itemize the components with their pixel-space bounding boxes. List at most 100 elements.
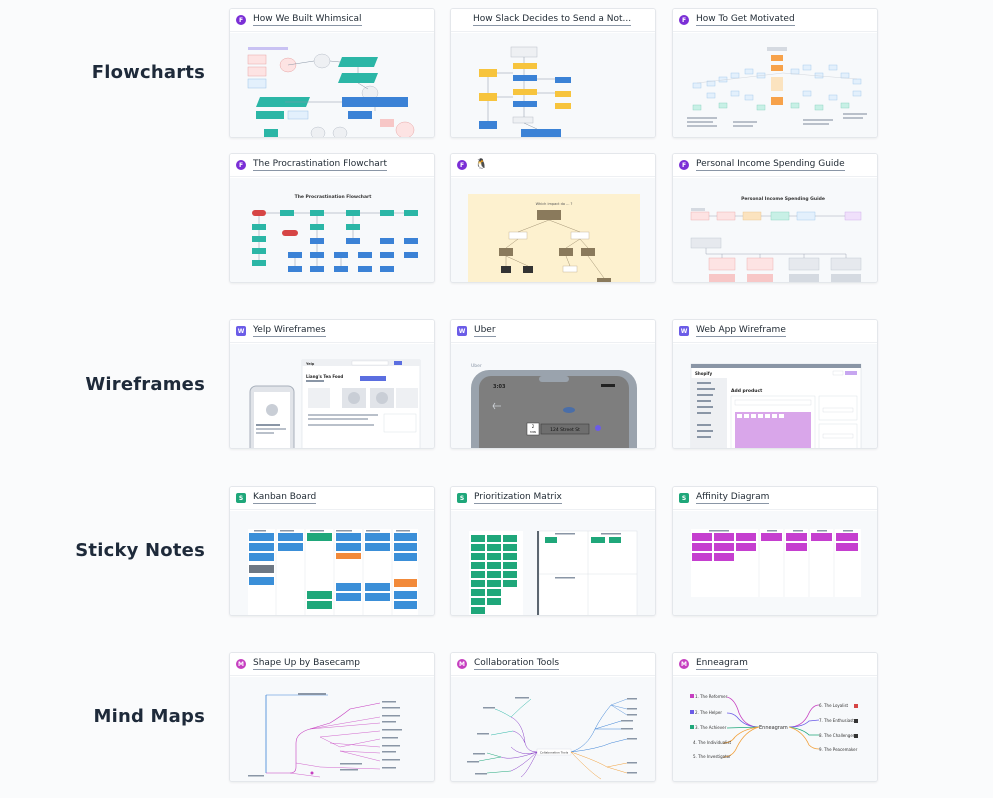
- flowchart-badge-icon: F: [236, 15, 246, 25]
- template-card-impact-flowchart[interactable]: F 🐧 Which impact do ... ?: [450, 153, 656, 283]
- category-label-flowcharts: Flowcharts: [91, 62, 205, 83]
- enneagram-item: 8. The Challenger: [819, 733, 855, 738]
- flowchart-thumbnail: [230, 33, 434, 137]
- wireframe-thumbnail: Yelp Liang's Tea Food: [230, 344, 434, 448]
- eta-value: 2: [532, 424, 535, 429]
- flowchart-thumbnail: The Procrastination Flowchart: [230, 178, 434, 282]
- sticky-badge-icon: S: [679, 493, 689, 503]
- template-card-yelp-wireframes[interactable]: W Yelp Wireframes Yelp Liang's Tea Food: [229, 319, 435, 449]
- flowchart-badge-icon: F: [236, 160, 246, 170]
- enneagram-item: 9. The Peacemaker: [819, 747, 858, 752]
- flowchart-badge-icon: F: [457, 160, 467, 170]
- card-title[interactable]: Prioritization Matrix: [474, 492, 562, 504]
- enneagram-item: 2. The Helper: [695, 710, 722, 715]
- thumbnail-title: Which impact do ... ?: [536, 202, 573, 206]
- card-title[interactable]: Yelp Wireframes: [253, 325, 326, 337]
- mindmap-thumbnail: Collaboration Tools: [451, 677, 655, 781]
- flowchart-thumbnail: Which impact do ... ?: [451, 178, 655, 282]
- card-title[interactable]: Uber: [474, 325, 496, 337]
- category-label-wireframes: Wireframes: [85, 374, 205, 395]
- template-card-prioritization-matrix[interactable]: S Prioritization Matrix: [450, 486, 656, 616]
- mindmap-badge-icon: M: [457, 659, 467, 669]
- card-title[interactable]: Personal Income Spending Guide: [696, 159, 845, 171]
- enneagram-item: 5. The Investigator: [693, 754, 731, 759]
- wireframe-badge-icon: W: [457, 326, 467, 336]
- template-card-uber[interactable]: W Uber Uber 3:03 2 MIN 124 Street St: [450, 319, 656, 449]
- enneagram-item: 7. The Enthusiast: [819, 718, 854, 723]
- center-label: Enneagram: [759, 725, 788, 731]
- card-header: M Shape Up by Basecamp: [230, 653, 434, 676]
- card-header: M Enneagram: [673, 653, 877, 676]
- enneagram-item: 6. The Loyalist: [819, 703, 849, 708]
- card-header: W Yelp Wireframes: [230, 320, 434, 343]
- template-card-kanban-board[interactable]: S Kanban Board: [229, 486, 435, 616]
- thumbnail-brand: Shopify: [695, 371, 712, 376]
- sticky-badge-icon: S: [236, 493, 246, 503]
- thumbnail-text: Liang's Tea Food: [306, 374, 343, 379]
- category-label-mind-maps: Mind Maps: [93, 706, 205, 727]
- mindmap-badge-icon: M: [236, 659, 246, 669]
- thumbnail-label: Uber: [471, 363, 482, 369]
- card-title[interactable]: Collaboration Tools: [474, 658, 560, 670]
- card-title[interactable]: Shape Up by Basecamp: [253, 658, 360, 670]
- mindmap-thumbnail: Enneagram 1. The Reformer 2. The Helper …: [673, 677, 877, 781]
- card-header: F 🐧: [451, 154, 655, 177]
- card-title[interactable]: Affinity Diagram: [696, 492, 770, 504]
- penguin-icon: 🐧: [475, 159, 488, 170]
- template-card-how-we-built-whimsical[interactable]: F How We Built Whimsical: [229, 8, 435, 138]
- wireframe-badge-icon: W: [679, 326, 689, 336]
- sticky-badge-icon: S: [457, 493, 467, 503]
- card-title[interactable]: How To Get Motivated: [696, 14, 795, 26]
- wireframe-thumbnail: Shopify Add product: [673, 344, 877, 448]
- wireframe-thumbnail: Uber 3:03 2 MIN 124 Street St: [451, 344, 655, 448]
- template-card-affinity-diagram[interactable]: S Affinity Diagram: [672, 486, 878, 616]
- template-card-slack-notification[interactable]: How Slack Decides to Send a Not...: [450, 8, 656, 138]
- mindmap-badge-icon: M: [679, 659, 689, 669]
- card-header: S Affinity Diagram: [673, 487, 877, 510]
- thumbnail-heading: Add product: [731, 388, 763, 394]
- card-title[interactable]: The Procrastination Flowchart: [253, 159, 388, 171]
- flowchart-thumbnail: [451, 33, 655, 137]
- template-card-personal-income-spending[interactable]: F Personal Income Spending Guide Persona…: [672, 153, 878, 283]
- card-header: F How To Get Motivated: [673, 9, 877, 32]
- card-title[interactable]: Enneagram: [696, 658, 748, 670]
- template-card-enneagram[interactable]: M Enneagram Enneagram 1. The Reformer: [672, 652, 878, 782]
- category-label-sticky-notes: Sticky Notes: [75, 540, 205, 561]
- address-label: 124 Street St: [550, 427, 580, 433]
- template-card-procrastination-flowchart[interactable]: F The Procrastination Flowchart The Proc…: [229, 153, 435, 283]
- sticky-thumbnail: [451, 511, 655, 615]
- card-header: S Kanban Board: [230, 487, 434, 510]
- wireframe-badge-icon: W: [236, 326, 246, 336]
- thumbnail-time: 3:03: [493, 384, 506, 390]
- flowchart-badge-icon: F: [679, 160, 689, 170]
- flowchart-badge-icon: F: [679, 15, 689, 25]
- card-header: F The Procrastination Flowchart: [230, 154, 434, 177]
- card-header: How Slack Decides to Send a Not...: [451, 9, 655, 32]
- card-header: F How We Built Whimsical: [230, 9, 434, 32]
- card-title[interactable]: How We Built Whimsical: [253, 14, 362, 26]
- center-label: Collaboration Tools: [540, 751, 569, 755]
- card-header: M Collaboration Tools: [451, 653, 655, 676]
- enneagram-item: 1. The Reformer: [695, 694, 728, 699]
- card-title[interactable]: How Slack Decides to Send a Not...: [473, 14, 632, 26]
- thumbnail-title: Personal Income Spending Guide: [741, 196, 825, 202]
- eta-unit: MIN: [530, 430, 536, 434]
- mindmap-thumbnail: [230, 677, 434, 781]
- card-header: W Uber: [451, 320, 655, 343]
- card-header: W Web App Wireframe: [673, 320, 877, 343]
- template-card-shape-up[interactable]: M Shape Up by Basecamp: [229, 652, 435, 782]
- card-title[interactable]: Kanban Board: [253, 492, 317, 504]
- sticky-thumbnail: [230, 511, 434, 615]
- template-card-web-app-wireframe[interactable]: W Web App Wireframe Shopify Add product: [672, 319, 878, 449]
- template-card-collaboration-tools[interactable]: M Collaboration Tools Collaboration Tool…: [450, 652, 656, 782]
- card-header: F Personal Income Spending Guide: [673, 154, 877, 177]
- thumbnail-title: The Procrastination Flowchart: [295, 194, 373, 200]
- thumbnail-brand: Yelp: [305, 362, 315, 366]
- template-card-how-to-get-motivated[interactable]: F How To Get Motivated: [672, 8, 878, 138]
- flowchart-thumbnail: [673, 33, 877, 137]
- enneagram-item: 4. The Individualist: [693, 740, 731, 745]
- enneagram-item: 3. The Achiever: [695, 725, 727, 730]
- card-header: S Prioritization Matrix: [451, 487, 655, 510]
- card-title[interactable]: Web App Wireframe: [696, 325, 786, 337]
